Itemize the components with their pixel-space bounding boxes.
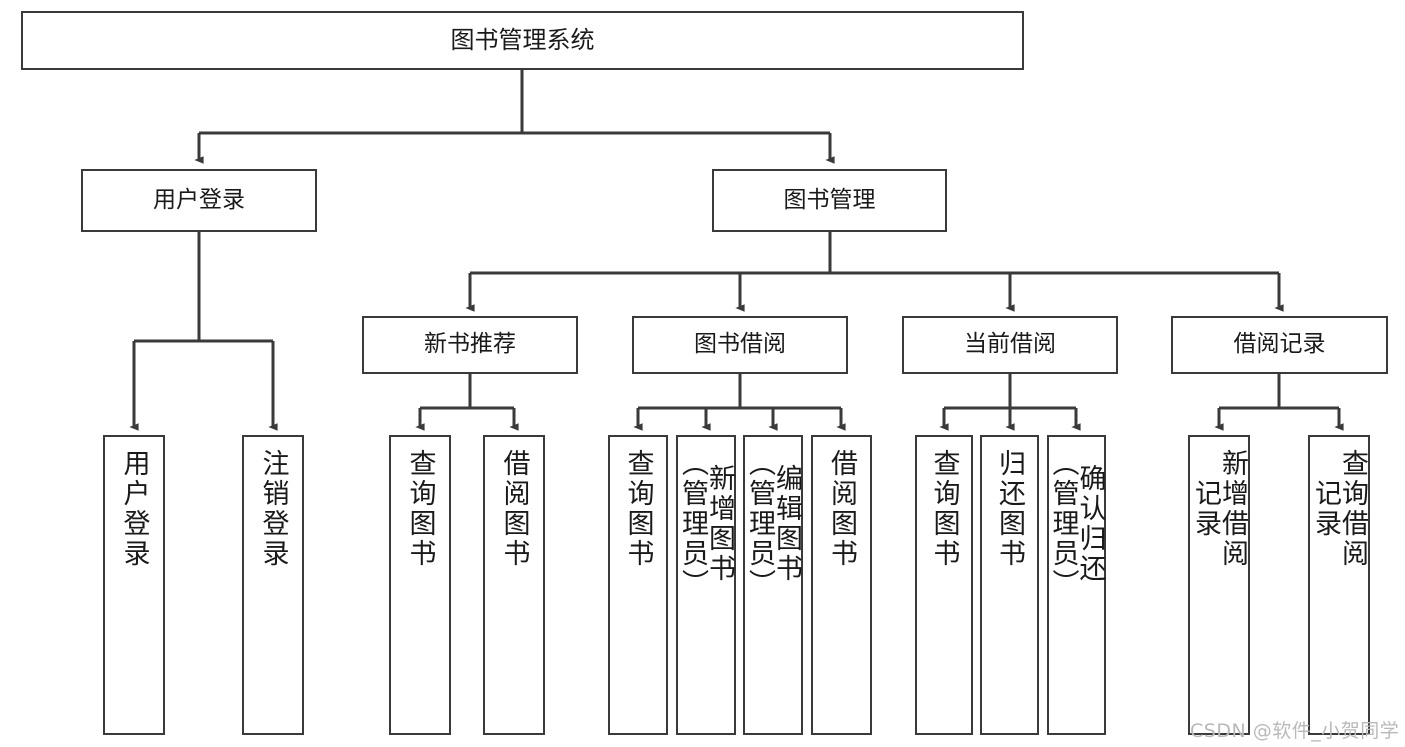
leaf-node-label: 借阅图书 [498,449,530,569]
leaf-node-label: 新增借阅 记录 [1190,449,1248,569]
leaf-node[interactable]: 借阅图书 [811,435,872,735]
leaf-node-label: 查询图书 [622,449,654,569]
leaf-node-label: 编辑图书 （管理员） [744,449,802,599]
leaf-node-label: 注销登录 [257,449,289,569]
leaf-node-label: 确认归还 （管理员） [1047,449,1106,599]
leaf-node[interactable]: 确认归还 （管理员） [1047,435,1106,735]
leaf-node[interactable]: 查询图书 [608,435,668,735]
leaf-node[interactable]: 新增图书 （管理员） [676,435,736,735]
leaf-node[interactable]: 注销登录 [242,435,304,735]
node-book-borrow-label: 图书借阅 [694,331,786,358]
node-current-borrow[interactable]: 当前借阅 [902,316,1118,374]
leaf-node[interactable]: 借阅图书 [483,435,545,735]
leaf-node[interactable]: 归还图书 [980,435,1039,735]
leaf-node[interactable]: 新增借阅 记录 [1188,435,1250,735]
node-book-management[interactable]: 图书管理 [712,169,947,232]
node-new-book-recommend[interactable]: 新书推荐 [362,316,578,374]
leaf-node[interactable]: 用户登录 [103,435,165,735]
leaf-node[interactable]: 查询图书 [389,435,451,735]
leaf-node-label: 查询图书 [928,449,960,569]
leaf-node-label: 查询借阅 记录 [1310,449,1368,569]
leaf-node-label: 用户登录 [118,449,150,569]
csdn-watermark: CSDN @软件_小贺同学 [1190,720,1400,742]
node-book-management-label: 图书管理 [783,186,876,213]
node-user-login-label: 用户登录 [153,186,245,213]
leaf-node-label: 借阅图书 [826,449,857,569]
leaf-node-label: 新增图书 （管理员） [677,449,735,599]
leaf-node-label: 归还图书 [994,449,1025,569]
node-book-borrow[interactable]: 图书借阅 [632,316,848,374]
node-root[interactable]: 图书管理系统 [21,11,1024,70]
leaf-node[interactable]: 编辑图书 （管理员） [743,435,803,735]
leaf-node-label: 查询图书 [404,449,436,569]
leaf-node[interactable]: 查询借阅 记录 [1308,435,1370,735]
node-borrow-records[interactable]: 借阅记录 [1171,316,1388,374]
node-root-label: 图书管理系统 [450,26,595,55]
node-borrow-records-label: 借阅记录 [1233,331,1326,358]
node-new-book-recommend-label: 新书推荐 [424,331,516,358]
node-current-borrow-label: 当前借阅 [964,331,1056,358]
node-user-login[interactable]: 用户登录 [81,169,317,232]
leaf-node[interactable]: 查询图书 [915,435,973,735]
